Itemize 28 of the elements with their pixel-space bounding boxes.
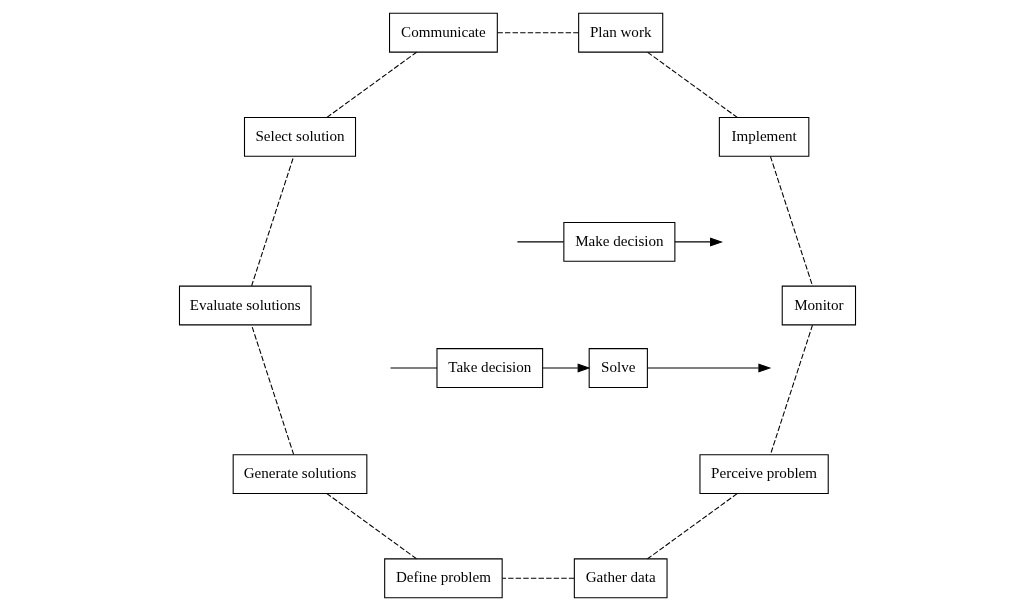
node-box: Plan work xyxy=(578,12,664,53)
connector xyxy=(326,51,418,118)
arrow xyxy=(542,363,591,373)
node-box: Monitor xyxy=(781,285,857,325)
connector xyxy=(497,31,579,33)
node-box: Select solution xyxy=(243,116,357,157)
connector xyxy=(251,155,295,286)
node-box: Take decision xyxy=(436,347,544,388)
node-box: Solve xyxy=(588,347,648,388)
arrow xyxy=(647,363,772,373)
node-box: Make decision xyxy=(563,221,676,262)
connector xyxy=(501,577,575,579)
connector xyxy=(647,492,738,559)
connector xyxy=(326,492,417,559)
connector xyxy=(389,366,438,369)
node-box: Evaluate solutions xyxy=(178,285,312,325)
node-box: Gather data xyxy=(573,557,668,598)
node-box: Communicate xyxy=(389,12,498,53)
connector xyxy=(647,51,738,118)
node-box: Implement xyxy=(718,116,810,157)
node-box: Define problem xyxy=(384,557,503,598)
connector xyxy=(769,324,813,455)
node-box: Generate solutions xyxy=(232,453,368,494)
connector xyxy=(251,324,295,455)
connector xyxy=(516,240,565,242)
arrow xyxy=(674,236,723,246)
connector xyxy=(769,155,814,286)
node-box: Perceive problem xyxy=(699,453,829,494)
